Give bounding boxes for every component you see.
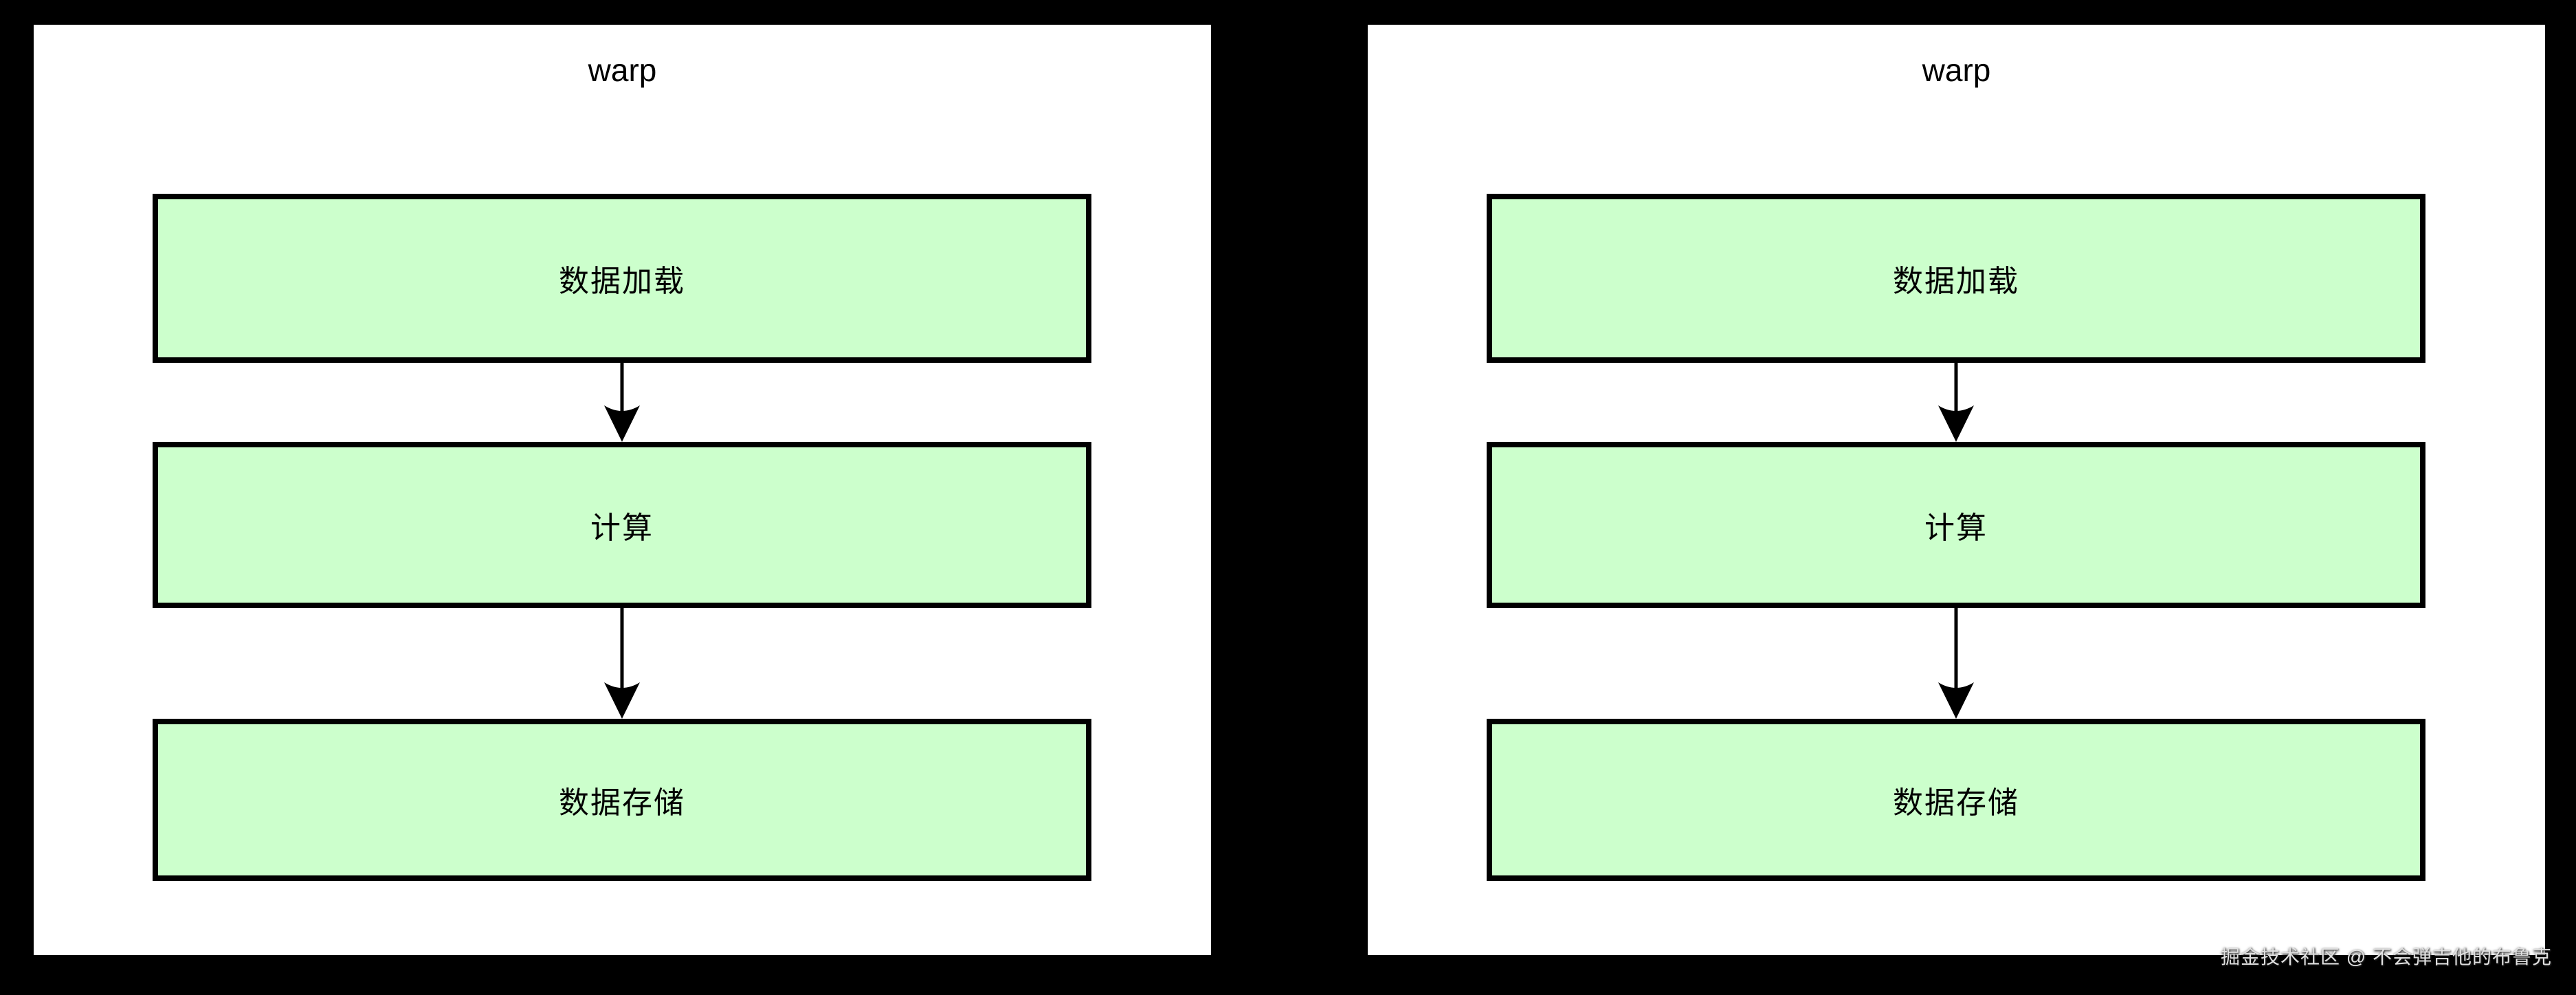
flowchart-panel-right: warp 数据加载 计算 数据存储 [1368,25,2545,955]
watermark-text: 掘金技术社区 @ 不会弹吉他的布鲁克 [2221,946,2552,968]
flow-node-data-load: 数据加载 [1487,194,2425,363]
arrow-down-icon [601,608,643,719]
flow-node-data-load: 数据加载 [153,194,1091,363]
flow-node-data-store: 数据存储 [1487,719,2425,881]
arrow-down-icon [601,363,643,442]
flowchart-panel-left: warp 数据加载 计算 数据存储 [34,25,1211,955]
arrow-down-icon [1935,608,1977,719]
flow-node-compute: 计算 [1487,442,2425,608]
arrow-down-icon [1935,363,1977,442]
diagram-title: warp [1922,52,1991,88]
flow-node-compute: 计算 [153,442,1091,608]
diagram-title: warp [588,52,657,88]
flow-node-data-store: 数据存储 [153,719,1091,881]
